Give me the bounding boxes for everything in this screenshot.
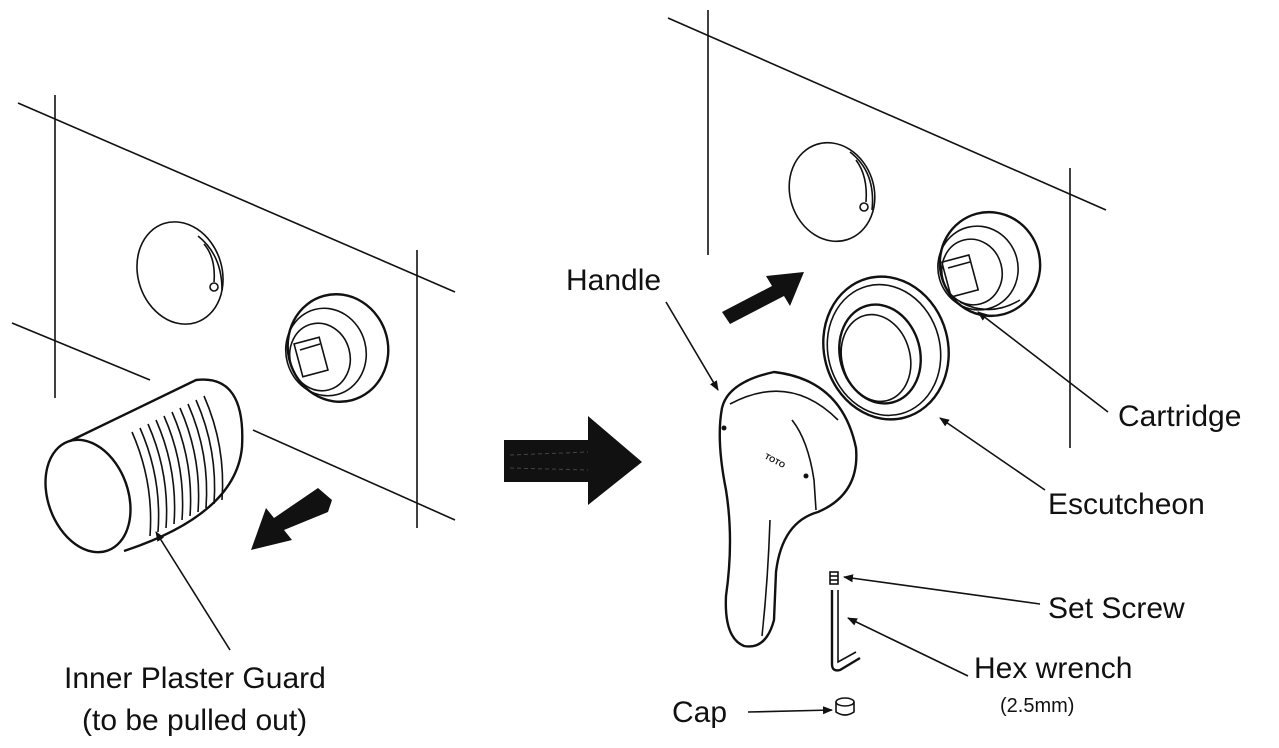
left-wall-panel [11, 95, 456, 528]
hex-wrench-size-label: (2.5mm) [1000, 695, 1075, 717]
set-screw-leader-line [843, 574, 1041, 605]
cartridge-leader-line [977, 311, 1109, 413]
inner-guard-label: Inner Plaster Guard [64, 662, 326, 695]
cartridge-label: Cartridge [1118, 400, 1242, 433]
pull-out-arrow-icon [251, 488, 332, 550]
cap [835, 697, 855, 716]
handle-label: Handle [566, 264, 662, 297]
escutcheon-label: Escutcheon [1048, 488, 1205, 521]
right-wall-hole [788, 141, 876, 243]
install-arrow-icon [722, 272, 804, 324]
inner-guard-leader-line [155, 531, 231, 651]
cap-label: Cap [672, 696, 728, 729]
escutcheon [822, 275, 950, 421]
left-cartridge-body [284, 293, 390, 403]
inner-plaster-guard [44, 378, 244, 554]
handle: TOTO [718, 370, 858, 648]
right-wall-panel [667, 10, 1107, 448]
handle-logo: TOTO [763, 452, 787, 470]
cartridge [937, 210, 1042, 318]
set-screw [829, 571, 839, 585]
left-wall-hole [136, 221, 224, 325]
hex-wrench-label: Hex wrench [974, 652, 1133, 685]
handle-leader-line [665, 301, 719, 391]
inner-guard-sublabel: (to be pulled out) [82, 704, 308, 737]
hex-wrench-leader-line [847, 617, 969, 677]
cap-leader-line [747, 706, 833, 715]
hex-wrench [830, 590, 861, 672]
set-screw-label: Set Screw [1048, 592, 1185, 625]
process-arrow-icon [504, 416, 642, 505]
escutcheon-leader-line [939, 417, 1046, 491]
